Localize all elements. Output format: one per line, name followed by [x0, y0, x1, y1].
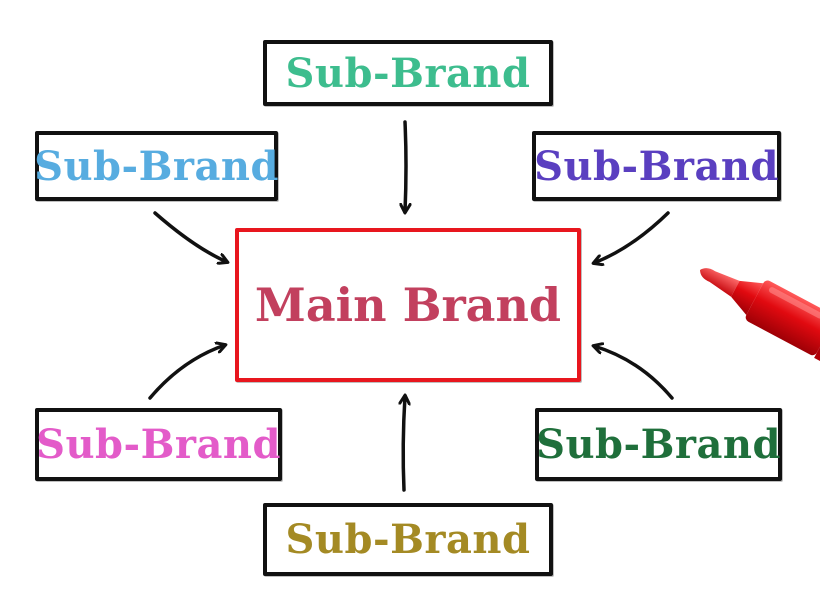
arrow-upper-left-to-main	[153, 211, 227, 262]
sub-brand-label: Sub-Brand	[285, 516, 531, 563]
sub-brand-box-top: Sub-Brand	[263, 40, 553, 106]
main-brand-label: Main Brand	[254, 278, 562, 332]
sub-brand-label: Sub-Brand	[536, 421, 781, 468]
arrow-lower-right-to-main	[594, 346, 674, 400]
sub-brand-label: Sub-Brand	[285, 49, 531, 97]
arrow-upper-right-to-main	[594, 211, 670, 263]
arrow-top-to-main	[405, 120, 406, 212]
sub-brand-label: Sub-Brand	[534, 142, 779, 190]
main-brand-box: Main Brand	[235, 228, 581, 382]
arrow-bottom-to-main	[403, 396, 405, 492]
arrow-lower-left-to-main	[148, 345, 225, 400]
sub-brand-box-lower-left: Sub-Brand	[35, 408, 282, 481]
sub-brand-label: Sub-Brand	[34, 142, 279, 190]
sub-brand-label: Sub-Brand	[36, 421, 281, 468]
sub-brand-box-upper-left: Sub-Brand	[34, 131, 279, 201]
sub-brand-box-lower-right: Sub-Brand	[535, 408, 782, 481]
sub-brand-box-bottom: Sub-Brand	[263, 503, 553, 576]
sub-brand-box-upper-right: Sub-Brand	[532, 131, 781, 201]
